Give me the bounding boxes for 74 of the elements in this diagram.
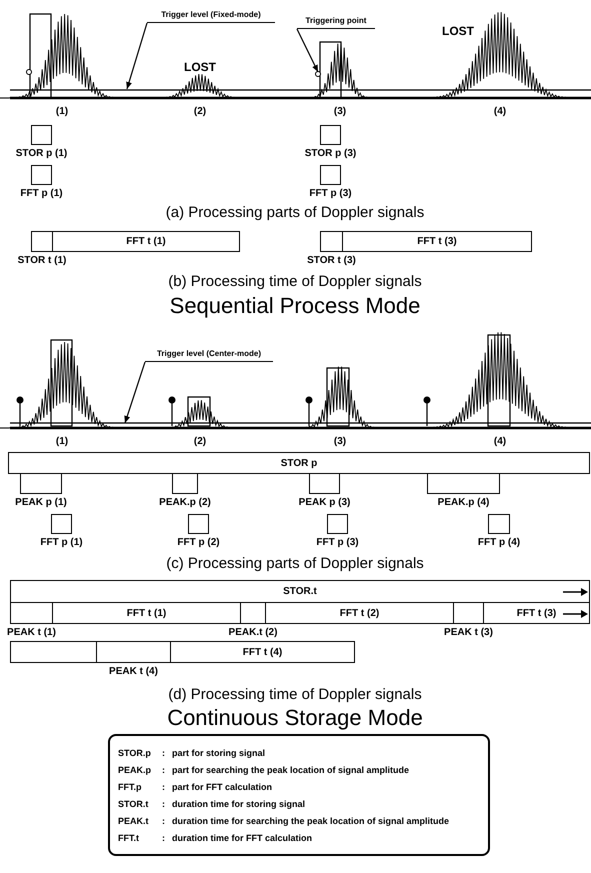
signal-number: (3)	[334, 436, 346, 448]
time-bar	[170, 641, 355, 663]
signal-number: (2)	[194, 436, 206, 448]
bar-label: FFT t (1)	[126, 606, 166, 620]
bar-label: FFT t (1)	[126, 235, 166, 249]
box-label: STOR p (3)	[304, 148, 356, 159]
bar-label: FFT t (3)	[417, 235, 457, 249]
annotation-text: Trigger level (Center-mode)	[145, 347, 273, 362]
time-bar	[8, 452, 590, 474]
legend-definition: duration time for searching the peak location of signal amplitude	[172, 814, 450, 826]
box-label: FFT p (4)	[478, 537, 520, 548]
legend-definition: part for storing signal	[172, 746, 266, 758]
bar-label: STOR p	[280, 456, 318, 470]
legend-definition: duration time for storing signal	[172, 798, 306, 810]
signal-status-label: LOST	[442, 24, 474, 38]
signal-status-label: LOST	[184, 60, 216, 74]
box-label: PEAK.p (4)	[438, 497, 490, 508]
box-label: FFT p (1)	[20, 188, 63, 199]
box-label: FFT p (1)	[40, 537, 83, 548]
legend-separator: :	[162, 798, 166, 810]
legend-separator: :	[162, 814, 166, 826]
legend-key: PEAK.p	[118, 764, 162, 776]
annotation-text: Triggering point	[297, 14, 375, 29]
section-title: Continuous Storage Mode	[167, 706, 423, 730]
legend-key: PEAK.t	[118, 814, 162, 826]
legend-box	[108, 734, 490, 856]
bar-label: FFT t (3)	[516, 606, 556, 620]
time-bar	[52, 231, 240, 252]
box-label: PEAK p (1)	[15, 497, 67, 508]
box-label: STOR t (1)	[18, 255, 66, 266]
time-bar	[10, 641, 97, 663]
legend-definition: part for FFT calculation	[172, 780, 274, 792]
time-bar	[483, 602, 590, 624]
legend-key: FFT.t	[118, 832, 162, 844]
legend-separator: :	[162, 764, 166, 776]
figure-caption: (c) Processing parts of Doppler signals	[166, 555, 424, 572]
legend-separator: :	[162, 832, 166, 844]
time-bar	[10, 580, 590, 603]
signal-number: (4)	[494, 436, 506, 448]
bar-label: FFT t (4)	[242, 646, 282, 660]
box-label: PEAK t (3)	[444, 627, 493, 638]
figure-caption: (b) Processing time of Doppler signals	[168, 273, 422, 290]
legend-key: STOR.t	[118, 798, 162, 810]
box-label: PEAK t (4)	[109, 666, 158, 677]
leader-line	[126, 22, 148, 90]
box-label: PEAK p (3)	[298, 497, 350, 508]
legend-definition: duration time for FFT calculation	[172, 832, 314, 844]
signal-number: (2)	[194, 106, 206, 118]
box-label: PEAK.p (2)	[159, 497, 211, 508]
box-label: FFT p (3)	[316, 537, 359, 548]
figure-caption: (d) Processing time of Doppler signals	[168, 686, 422, 703]
box-label: STOR p (1)	[16, 148, 68, 159]
section-title: Sequential Process Mode	[170, 294, 420, 318]
bar-label: FFT t (2)	[340, 606, 380, 620]
legend-key: FFT.p	[118, 780, 162, 792]
box-label: FFT p (2)	[177, 537, 220, 548]
signal-number: (4)	[494, 106, 506, 118]
annotation-text: Trigger level (Fixed-mode)	[147, 8, 275, 23]
signal-number: (1)	[56, 436, 68, 448]
bar-label: STOR.t	[283, 585, 317, 599]
leader-line	[296, 28, 319, 72]
time-bar	[342, 231, 532, 252]
figure-caption: (a) Processing parts of Doppler signals	[166, 204, 424, 221]
box-label: FFT p (3)	[309, 188, 352, 199]
box-label: STOR t (3)	[307, 255, 356, 266]
box-label: PEAK t (1)	[7, 627, 56, 638]
legend-separator: :	[162, 746, 166, 758]
leader-line	[124, 362, 146, 424]
legend-definition: part for searching the peak location of signal amplitude	[172, 764, 410, 776]
box-label: PEAK.t (2)	[228, 627, 278, 638]
signal-number: (3)	[334, 106, 346, 118]
legend-key: STOR.p	[118, 746, 162, 758]
legend-separator: :	[162, 780, 166, 792]
signal-number: (1)	[56, 106, 68, 118]
